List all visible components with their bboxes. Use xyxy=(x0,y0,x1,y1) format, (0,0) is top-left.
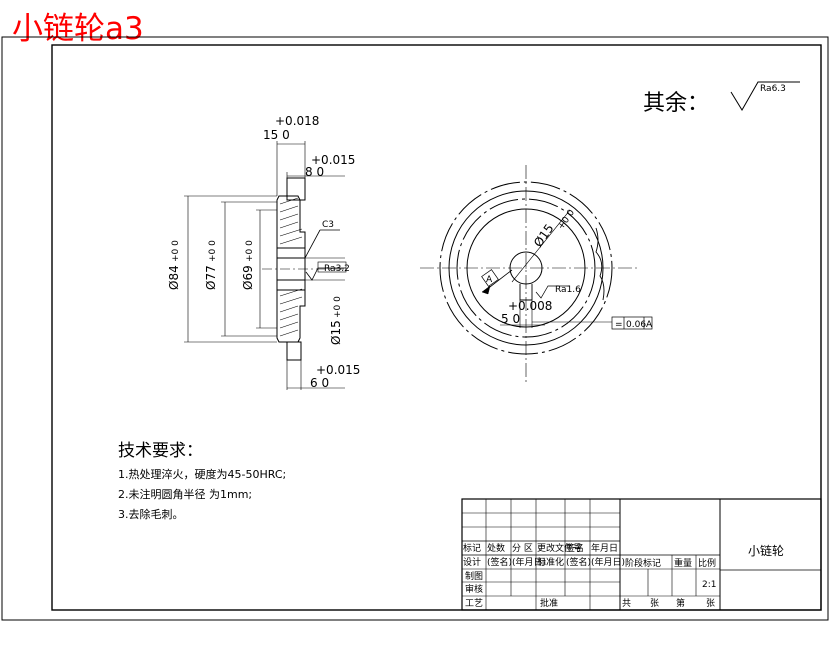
surface-note-label: 其余： xyxy=(643,91,709,116)
chamfer-label: C3 xyxy=(322,220,334,230)
tb-weight: 重量 xyxy=(674,557,692,569)
dia-77-label: Ø77 xyxy=(204,265,218,290)
tb-sheet-1: 张 xyxy=(650,598,659,609)
surface-note-roughness: Ra6.3 xyxy=(760,84,786,94)
front-view: Ø15 +0 0 A Ra1.6 +0.008 5 0 = 0.06 A xyxy=(420,165,653,384)
tb-d0: 设计 xyxy=(463,556,481,568)
datum-label: A xyxy=(486,275,493,285)
dia-15-label: Ø15 xyxy=(329,320,343,345)
dim-hub: 8 0 xyxy=(305,165,324,179)
section-view: C3 Ra3.2 +0.018 15 0 +0.015 8 0 Ø84 +0 0… xyxy=(167,114,360,390)
tb-sheet-0: 共 xyxy=(622,598,631,609)
tb-d3: 标准化 xyxy=(537,556,564,568)
dim-bottom: 6 0 xyxy=(310,376,329,390)
dia-15-tol: +0 0 xyxy=(333,296,343,318)
dim-hub-tol: +0.015 xyxy=(311,153,355,167)
title-block: 标记 处数 分 区 更改文件号 签名 年月日 设计 (签名) (年月日) 标准化… xyxy=(461,498,822,611)
inner-frame xyxy=(51,44,822,611)
tb-h3: 更改文件号 xyxy=(537,542,582,554)
fcf-symbol: = xyxy=(615,320,623,330)
drawing-title-overlay: 小链轮a3 xyxy=(12,11,144,47)
tb-process: 工艺 xyxy=(465,598,483,609)
tb-h1: 处数 xyxy=(487,542,505,554)
fcf-value: 0.06 xyxy=(626,320,646,330)
tb-sheet-3: 张 xyxy=(706,598,715,609)
tb-stage: 阶段标记 xyxy=(625,557,661,569)
tb-scale-label: 比例 xyxy=(698,557,716,569)
tb-approve: 批准 xyxy=(540,597,558,609)
tb-d4: (签名) xyxy=(566,556,591,568)
tech-item-1: 1.热处理淬火，硬度为45-50HRC; xyxy=(118,468,287,481)
tb-h4: 签名 xyxy=(566,542,584,554)
dia-84-label: Ø84 xyxy=(167,265,181,290)
bore-roughness: Ra3.2 xyxy=(324,264,350,274)
tb-h2: 分 区 xyxy=(512,543,533,554)
tb-part-name: 小链轮 xyxy=(748,543,784,558)
dia-69-tol: +0 0 xyxy=(245,240,255,262)
outer-border xyxy=(1,36,829,621)
tb-h5: 年月日 xyxy=(591,542,618,554)
tb-draw: 制图 xyxy=(465,570,483,582)
tech-heading: 技术要求： xyxy=(118,441,203,461)
fcf-datum: A xyxy=(646,320,653,330)
tb-d2: (年月日) xyxy=(512,556,546,568)
tb-d1: (签名) xyxy=(487,556,512,568)
key-roughness: Ra1.6 xyxy=(555,285,581,295)
key-width: 5 0 xyxy=(501,312,520,326)
tech-item-3: 3.去除毛刺。 xyxy=(118,508,184,521)
key-tol: +0.008 xyxy=(508,299,552,313)
tb-h0: 标记 xyxy=(463,542,481,554)
tb-sheet-2: 第 xyxy=(676,597,685,609)
surface-note: 其余： Ra6.3 xyxy=(643,81,800,116)
dia-69-label: Ø69 xyxy=(241,265,255,290)
dim-bottom-tol: +0.015 xyxy=(316,363,360,377)
tb-check: 审核 xyxy=(465,583,483,595)
dia-84-tol: +0 0 xyxy=(171,240,181,262)
dim-width: 15 0 xyxy=(263,128,290,142)
dim-width-tol: +0.018 xyxy=(275,114,319,128)
tech-requirements: 技术要求： 1.热处理淬火，硬度为45-50HRC; 2.未注明圆角半径 为1m… xyxy=(118,436,286,525)
front-dia-15-label: Ø15 xyxy=(531,221,557,249)
tb-scale: 2:1 xyxy=(702,580,716,590)
tech-item-2: 2.未注明圆角半径 为1mm; xyxy=(118,488,253,501)
dia-77-tol: +0 0 xyxy=(208,240,218,262)
tb-d5: (年月日) xyxy=(591,556,625,568)
